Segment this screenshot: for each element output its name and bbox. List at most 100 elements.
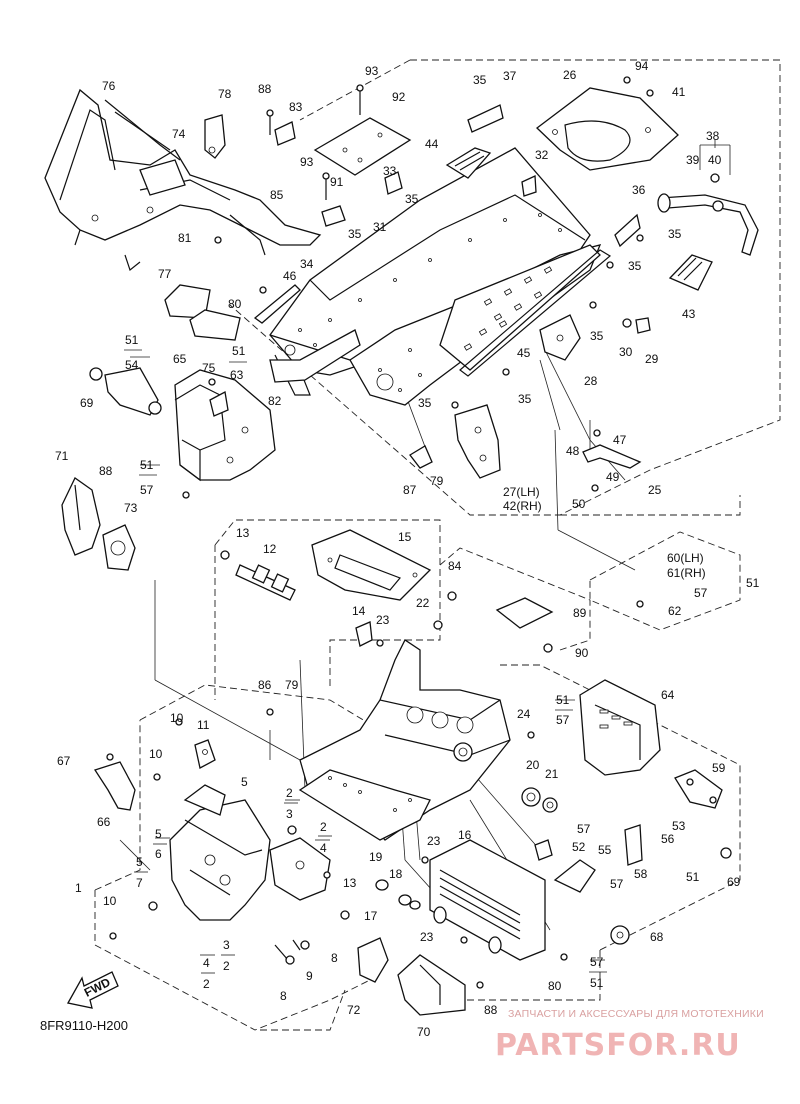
callout-11: 11 [197, 718, 210, 732]
callout-42-rh: 42(RH) [503, 499, 542, 513]
callout-88: 88 [484, 1003, 498, 1017]
mount-11 [194, 739, 216, 769]
callout-33: 33 [383, 164, 397, 178]
bolt-93 [322, 84, 364, 200]
callout-64: 64 [661, 688, 675, 702]
plate-15 [311, 529, 432, 601]
callout-70: 70 [417, 1025, 431, 1039]
callout-67: 67 [57, 754, 71, 768]
callout-12: 12 [263, 542, 277, 556]
callout-15: 15 [398, 530, 412, 544]
block-91 [321, 205, 346, 227]
callout-71: 71 [55, 449, 69, 463]
callout-13: 13 [236, 526, 250, 540]
callout-23: 23 [427, 834, 441, 848]
callout-78: 78 [218, 87, 232, 101]
fwd-arrow: FWD [66, 971, 119, 1009]
callout-2: 2 [286, 786, 293, 800]
callout-37: 37 [503, 69, 517, 83]
callout-2: 2 [203, 977, 210, 991]
grab-bar-38 [657, 173, 759, 256]
callout-10: 10 [149, 747, 163, 761]
bracket-28 [539, 314, 581, 361]
callout-labels: 76 78 88 83 93 92 93 91 74 85 33 35 31 3… [55, 59, 760, 1039]
callout-24: 24 [517, 707, 531, 721]
callout-76: 76 [102, 79, 116, 93]
callout-89: 89 [573, 606, 587, 620]
callout-56: 56 [661, 832, 675, 846]
bracket-32 [521, 175, 537, 197]
callout-51: 51 [125, 333, 139, 347]
callout-86: 86 [258, 678, 272, 692]
cover-26 [535, 87, 679, 171]
callout-38: 38 [706, 129, 720, 143]
bracket-87 [409, 445, 433, 469]
callout-4: 4 [320, 841, 327, 855]
callout-23: 23 [376, 613, 390, 627]
bracket-27-42 [454, 404, 501, 479]
callout-87: 87 [403, 483, 417, 497]
main-frame [298, 639, 511, 841]
foot-grip-43 [668, 254, 713, 291]
ring-73 [102, 524, 136, 571]
callout-79: 79 [430, 474, 444, 488]
bolts-8-9 [274, 910, 350, 965]
callout-2: 2 [223, 959, 230, 973]
plate-92 [313, 117, 412, 176]
callout-22: 22 [416, 596, 430, 610]
callout-1: 1 [75, 881, 82, 895]
callout-52: 52 [572, 840, 586, 854]
callout-50: 50 [572, 497, 586, 511]
watermark: ЗАПЧАСТИ И АКСЕССУАРЫ ДЛЯ МОТОТЕХНИКИ PA… [495, 1008, 764, 1063]
callout-31: 31 [373, 220, 387, 234]
bumper-64 [579, 679, 661, 776]
callout-68: 68 [650, 930, 664, 944]
callout-30: 30 [619, 345, 633, 359]
bracket-78 [204, 114, 226, 159]
callout-35: 35 [628, 259, 642, 273]
callout-93: 93 [300, 155, 314, 169]
callout-58: 58 [634, 867, 648, 881]
callout-83: 83 [289, 100, 303, 114]
callout-63: 63 [230, 368, 244, 382]
callout-28: 28 [584, 374, 598, 388]
drawing-code: 8FR9110-H200 [40, 1018, 128, 1033]
callout-35: 35 [518, 392, 532, 406]
callout-45: 45 [517, 346, 531, 360]
callout-93: 93 [365, 64, 379, 78]
callout-51: 51 [590, 976, 604, 990]
bar-12 [220, 550, 296, 601]
callout-35: 35 [590, 329, 604, 343]
callout-74: 74 [172, 127, 186, 141]
watermark-caption: ЗАПЧАСТИ И АКСЕССУАРЫ ДЛЯ МОТОТЕХНИКИ [508, 1008, 764, 1020]
callout-5: 5 [136, 855, 143, 869]
bracket-54 [89, 367, 162, 416]
callout-17: 17 [364, 909, 378, 923]
callout-5: 5 [155, 827, 162, 841]
callout-57: 57 [577, 822, 591, 836]
callout-8: 8 [280, 989, 287, 1003]
callout-69: 69 [80, 396, 94, 410]
watermark-logo: PARTSFOR.RU [495, 1028, 741, 1063]
bearings-20-21 [521, 787, 558, 813]
fasteners [106, 76, 732, 989]
callout-7: 7 [136, 876, 143, 890]
callout-62: 62 [668, 604, 682, 618]
bracket-36 [614, 213, 641, 248]
bracket-56 [624, 824, 643, 866]
callout-23: 23 [420, 930, 434, 944]
callout-91: 91 [330, 175, 344, 189]
callout-27-lh: 27(LH) [503, 485, 540, 499]
bumper-bracket-65 [174, 369, 276, 482]
callout-53: 53 [672, 819, 686, 833]
callout-57: 57 [556, 713, 570, 727]
rail-46 [253, 284, 301, 324]
callout-49: 49 [606, 470, 620, 484]
callout-48: 48 [566, 444, 580, 458]
callout-82: 82 [268, 394, 282, 408]
callout-43: 43 [682, 307, 696, 321]
callout-80: 80 [548, 979, 562, 993]
callout-26: 26 [563, 68, 577, 82]
callout-75: 75 [202, 361, 216, 375]
